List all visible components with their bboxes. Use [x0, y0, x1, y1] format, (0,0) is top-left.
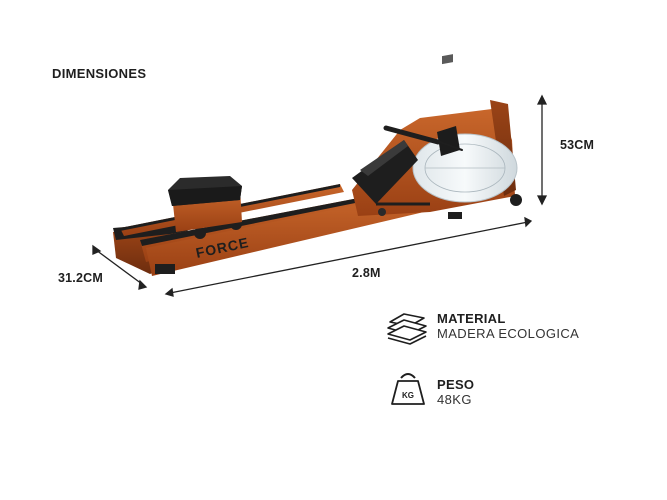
stacked-layers-icon	[387, 313, 427, 345]
material-title: MATERIAL	[437, 311, 506, 326]
length-dimension-line	[164, 216, 533, 297]
weight-value: 48KG	[437, 392, 472, 407]
length-label: 2.8M	[352, 266, 381, 280]
rowing-machine: FORCE	[113, 54, 522, 276]
weight-icon-spacer	[391, 377, 425, 407]
width-dimension-line	[92, 244, 148, 290]
height-label: 53CM	[560, 138, 595, 152]
material-value: MADERA ECOLOGICA	[437, 326, 580, 341]
kettlebell-label: KG	[402, 391, 414, 400]
material-spec: MATERIAL MADERA ECOLOGICA	[387, 311, 579, 341]
material-text: MATERIAL MADERA ECOLOGICA	[437, 311, 579, 341]
weight-text: PESO 48KG	[437, 377, 474, 407]
handle-bar	[383, 125, 463, 151]
weight-spec: PESO 48KG	[391, 377, 474, 407]
material-icon-spacer	[387, 311, 425, 341]
page-title: DIMENSIONES	[52, 66, 147, 81]
height-dimension-line	[536, 94, 548, 206]
monitor	[437, 54, 460, 156]
weight-title: PESO	[437, 377, 475, 392]
main-beam	[146, 192, 424, 276]
width-label: 31.2CM	[58, 271, 103, 285]
footrest	[352, 140, 418, 204]
kettlebell-weight-icon: KG	[391, 373, 425, 405]
seat	[168, 176, 242, 206]
